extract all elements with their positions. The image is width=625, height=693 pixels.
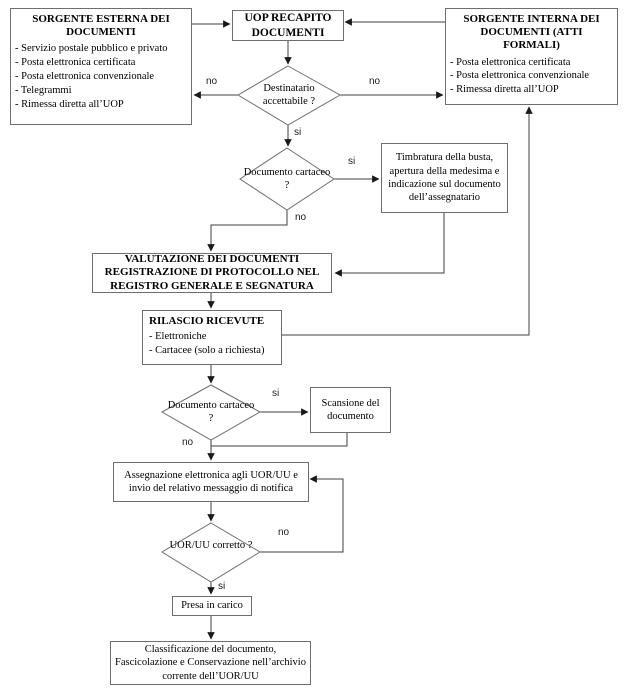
edge-scansione-return [211, 433, 348, 447]
list-item: - Rimessa diretta all’UOP [450, 84, 559, 96]
edge-label-si: si [217, 581, 227, 592]
edge-rilascio-to-interna [282, 106, 533, 336]
node-assegnazione: Assegnazione elettronica agli UOR/UU e i… [113, 462, 309, 502]
edge-label-si: si [271, 388, 281, 399]
node-presa-in-carico: Presa in carico [172, 596, 252, 616]
list-item: - Posta elettronica certificata [450, 56, 571, 68]
edge-label-no: no [181, 437, 195, 448]
decision-documento-cartaceo-1 [239, 147, 335, 211]
list-item: - Telegrammi [15, 84, 72, 96]
node-timbratura-label: Timbratura della busta, apertura della m… [388, 152, 501, 204]
node-uop-recapito: UOP RECAPITO DOCUMENTI [232, 10, 344, 41]
edge-timbratura-to-valutazione [334, 213, 445, 277]
list-item: - Posta elettronica convenzionale [450, 70, 590, 82]
node-valutazione-label: VALUTAZIONE DEI DOCUMENTI REGISTRAZIONE … [104, 252, 320, 292]
list-item: - Posta elettronica certificata [15, 57, 136, 69]
edge-label-no: no [277, 527, 291, 538]
edge-label-no: no [294, 212, 308, 223]
edge-label-si: si [293, 127, 303, 138]
decision-destinatario-accettabile [237, 65, 342, 126]
edge-label-no: no [205, 76, 219, 87]
node-scansione: Scansione del documento [310, 387, 391, 433]
node-timbratura: Timbratura della busta, apertura della m… [381, 143, 508, 213]
node-uop-recapito-title: UOP RECAPITO DOCUMENTI [244, 12, 332, 39]
node-assegnazione-label: Assegnazione elettronica agli UOR/UU e i… [124, 469, 298, 494]
node-classificazione-label: Classificazione del documento, Fascicola… [115, 643, 306, 682]
node-rilascio-title: RILASCIO RICEVUTE [149, 315, 265, 327]
edge-label-si: si [347, 156, 357, 167]
edge-uor-no-feedback [260, 475, 344, 553]
node-valutazione: VALUTAZIONE DEI DOCUMENTI REGISTRAZIONE … [92, 253, 332, 293]
node-classificazione: Classificazione del documento, Fascicola… [110, 641, 311, 685]
list-item: - Servizio postale pubblico e privato [15, 43, 168, 55]
list-item: - Posta elettronica convenzionale [15, 71, 155, 83]
node-scansione-label: Scansione del documento [321, 397, 380, 422]
node-sorgente-interna-title: SORGENTE INTERNA DEI DOCUMENTI (ATTI FOR… [463, 13, 600, 52]
node-presa-in-carico-label: Presa in carico [181, 600, 243, 612]
decision-documento-cartaceo-2 [160, 384, 262, 441]
list-item: - Elettroniche [149, 331, 207, 343]
node-sorgente-esterna-title: SORGENTE ESTERNA DEI DOCUMENTI [32, 13, 170, 39]
decision-uor-corretto [161, 522, 261, 583]
edge-label-no: no [368, 76, 382, 87]
node-sorgente-esterna: SORGENTE ESTERNA DEI DOCUMENTI - Servizi… [10, 8, 192, 125]
node-sorgente-interna: SORGENTE INTERNA DEI DOCUMENTI (ATTI FOR… [445, 8, 618, 105]
node-rilascio-ricevute: RILASCIO RICEVUTE - Elettroniche - Carta… [142, 310, 282, 365]
edge-cartaceo1-no [207, 210, 288, 252]
list-item: - Cartacee (solo a richiesta) [149, 345, 265, 357]
list-item: - Rimessa diretta all’UOP [15, 98, 124, 110]
